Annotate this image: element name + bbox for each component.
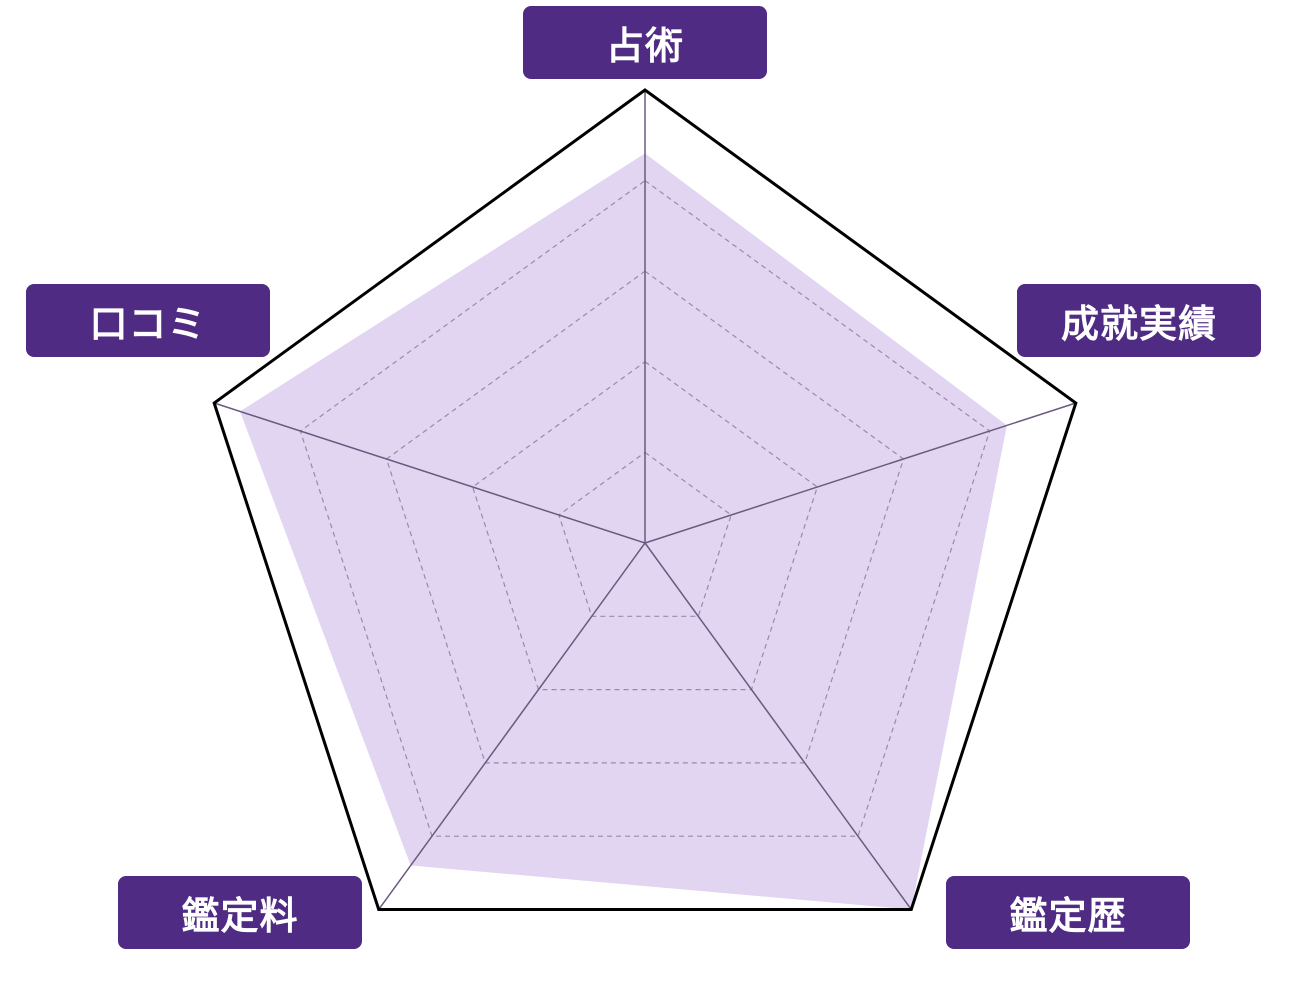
axis-spoke bbox=[213, 402, 646, 544]
axis-spoke bbox=[378, 542, 646, 910]
grid-ring bbox=[471, 361, 819, 691]
axis-label-experience: 鑑定歴 bbox=[946, 876, 1190, 949]
axis-label-fee: 鑑定料 bbox=[118, 876, 362, 949]
axis-label-reviews: 口コミ bbox=[26, 284, 270, 357]
axis-spoke bbox=[644, 542, 912, 910]
data-area bbox=[240, 153, 1007, 910]
axis-label-fortune-method: 占術 bbox=[523, 6, 767, 79]
grid-ring bbox=[299, 179, 991, 837]
grid-ring bbox=[558, 451, 732, 617]
outer-frame bbox=[212, 88, 1078, 911]
axis-label-achievements: 成就実績 bbox=[1017, 284, 1261, 357]
axis-spoke bbox=[644, 402, 1077, 544]
